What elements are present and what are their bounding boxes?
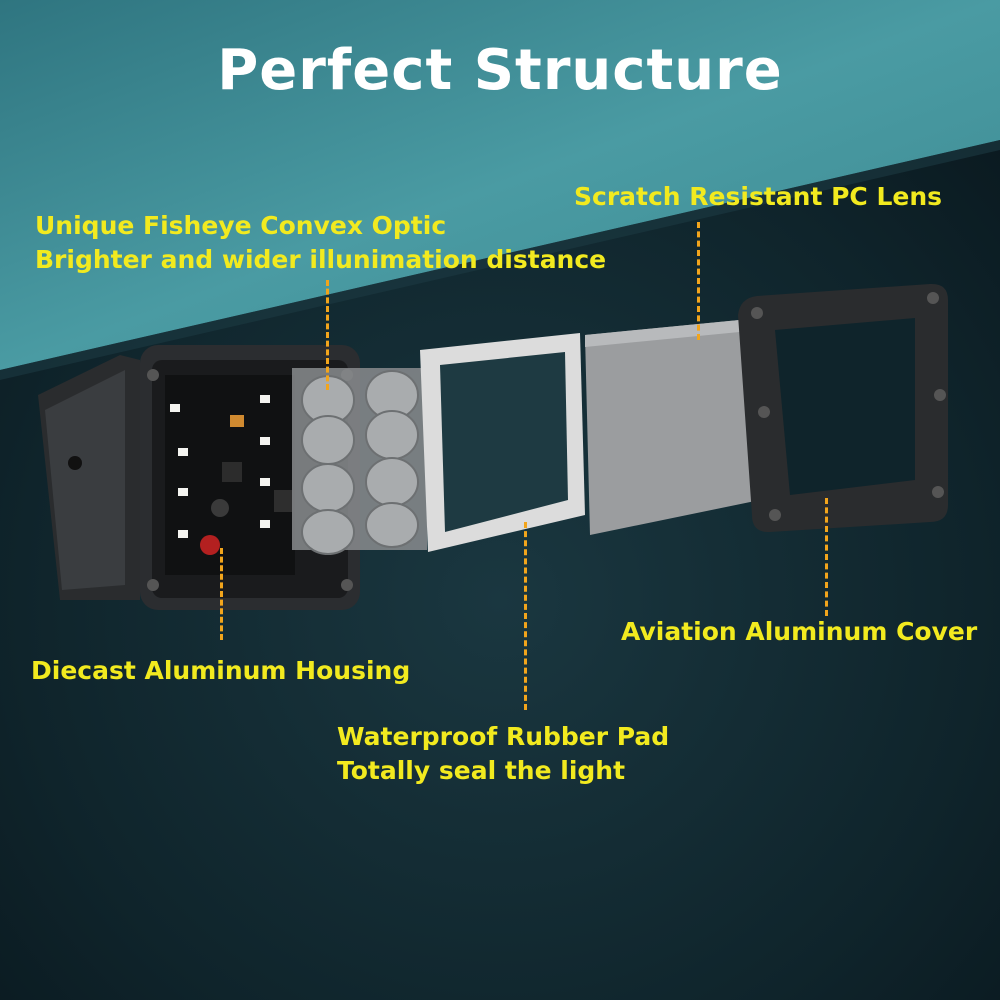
circuit-components bbox=[200, 415, 292, 555]
optic-label-line2: Brighter and wider illunimation distance bbox=[35, 245, 607, 274]
aluminum-cover bbox=[738, 283, 948, 533]
fisheye-optic-block bbox=[292, 368, 427, 555]
pad-label: Waterproof Rubber Pad Totally seal the l… bbox=[337, 720, 669, 788]
pad-label-line1: Waterproof Rubber Pad bbox=[337, 722, 670, 751]
page-title: Perfect Structure bbox=[217, 38, 783, 103]
optic-label-line1: Unique Fisheye Convex Optic bbox=[35, 211, 447, 240]
optic-label: Unique Fisheye Convex Optic Brighter and… bbox=[35, 209, 606, 277]
optic-leader-line bbox=[326, 280, 329, 390]
led-chips bbox=[170, 395, 270, 538]
cover-label: Aviation Aluminum Cover bbox=[621, 617, 978, 646]
lens-leader-line bbox=[697, 222, 700, 340]
housing-label: Diecast Aluminum Housing bbox=[31, 656, 411, 685]
cover-leader-line bbox=[825, 498, 828, 616]
rubber-pad bbox=[420, 333, 585, 552]
housing-leader-line bbox=[220, 548, 223, 640]
lens-label: Scratch Resistant PC Lens bbox=[574, 182, 943, 211]
pad-leader-line bbox=[524, 522, 527, 710]
pc-lens bbox=[585, 318, 760, 535]
pad-label-line2: Totally seal the light bbox=[337, 756, 626, 785]
